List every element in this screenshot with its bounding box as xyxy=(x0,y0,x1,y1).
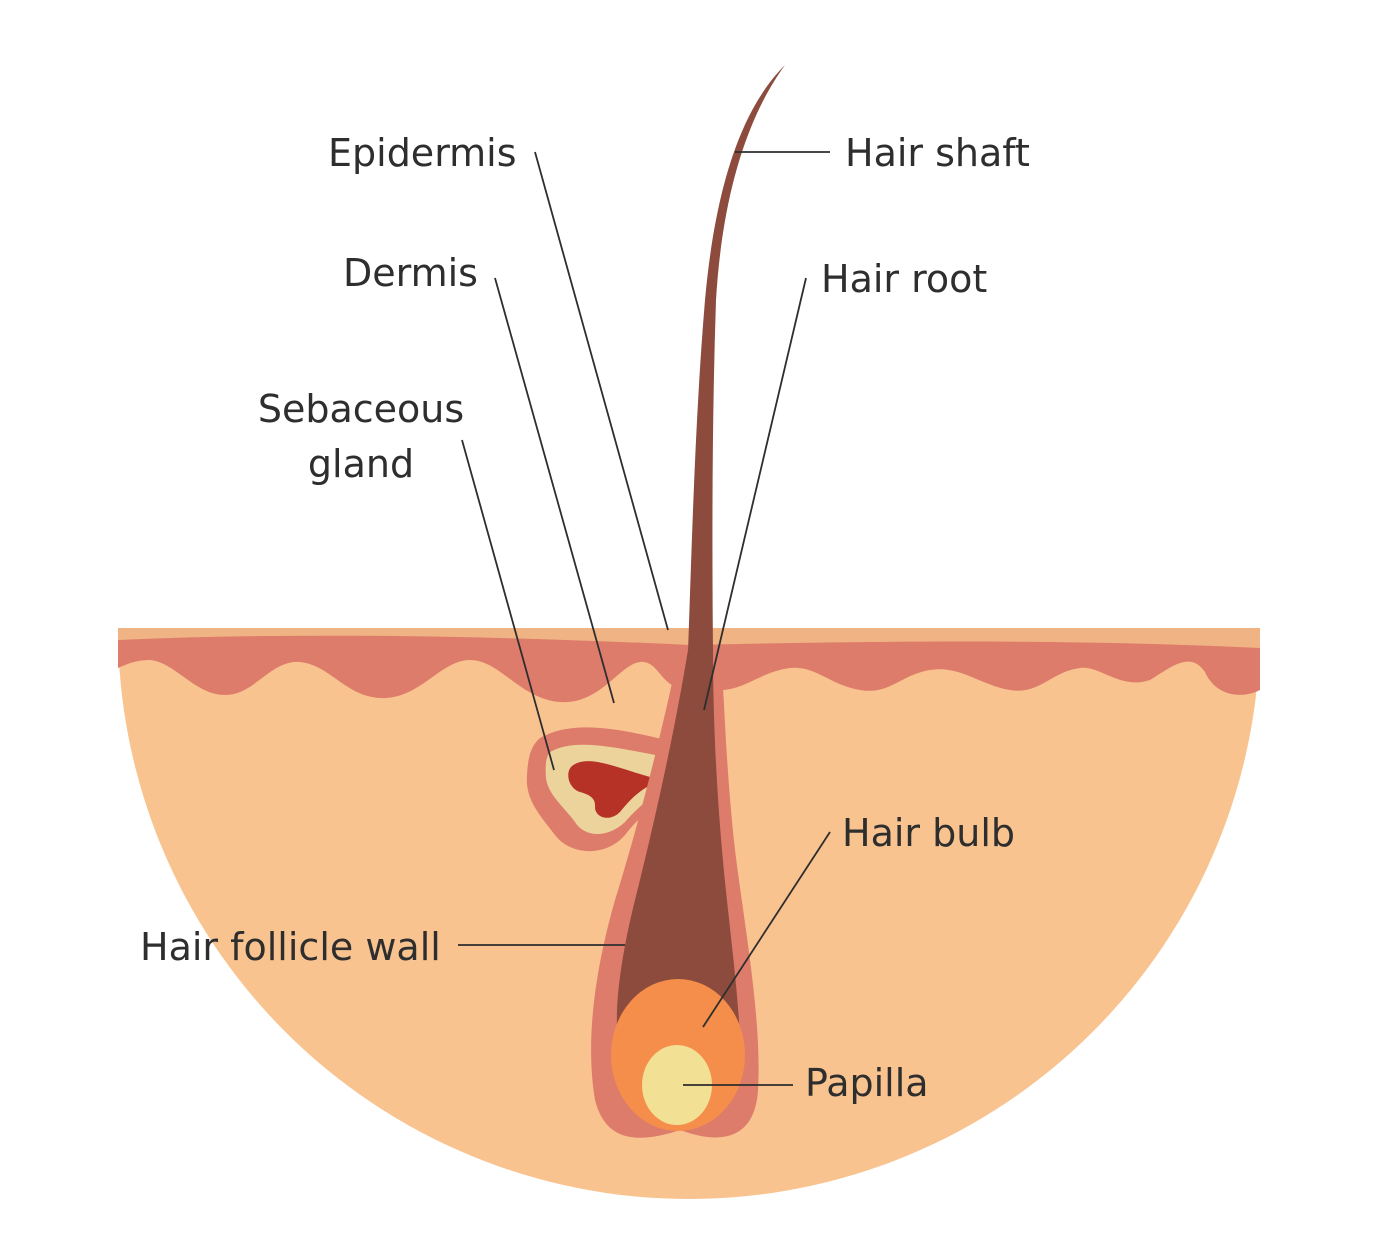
label-hair-follicle-wall: Hair follicle wall xyxy=(140,925,441,969)
label-sebaceous-gland-line1: Sebaceous xyxy=(258,387,464,431)
label-epidermis: Epidermis xyxy=(328,131,517,175)
hair-follicle xyxy=(591,65,785,1138)
sebaceous-gland xyxy=(526,727,690,852)
label-dermis: Dermis xyxy=(343,251,478,295)
hair-shaft xyxy=(688,65,785,652)
leader-lines xyxy=(458,151,831,1086)
labels: Epidermis Dermis Sebaceous gland Hair fo… xyxy=(140,131,1030,1105)
label-papilla: Papilla xyxy=(805,1061,929,1105)
label-sebaceous-gland-line2: gland xyxy=(308,442,414,486)
label-hair-bulb: Hair bulb xyxy=(842,811,1015,855)
label-hair-root: Hair root xyxy=(821,257,987,301)
hair-root xyxy=(616,650,740,1050)
label-hair-shaft: Hair shaft xyxy=(845,131,1030,175)
papilla xyxy=(642,1045,712,1125)
